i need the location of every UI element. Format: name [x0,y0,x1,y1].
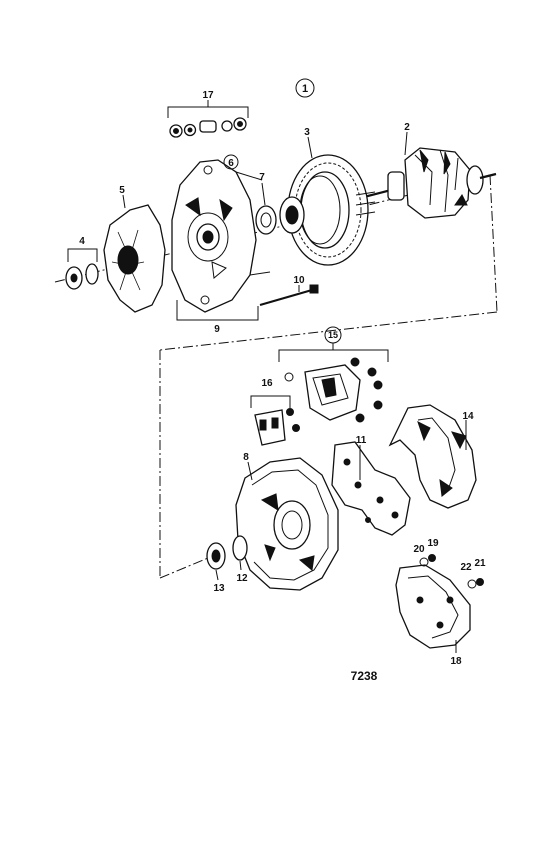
callout-8: 8 [243,452,249,463]
callout-2: 2 [404,122,410,133]
drawing-number: 7238 [351,669,378,683]
part-11-rectifier [331,441,411,536]
callout-18: 18 [450,656,462,667]
part-17-bolt-set [167,100,249,138]
callout-19: 19 [427,538,439,549]
group-number-badge: 1 [295,78,315,98]
part-5-fan [103,204,166,313]
callout-10: 10 [293,275,305,286]
parts-19-22-fasteners [419,554,484,589]
callout-14: 14 [462,411,474,422]
part-12-retaining-ring [232,535,248,561]
part-16-brush-holder [250,395,300,446]
callout-22: 22 [460,562,472,573]
callout-6: 6 [228,158,234,169]
part-15-regulator [278,343,389,423]
part-14-cover [388,404,477,509]
part-7-bearing [255,196,305,235]
callout-4: 4 [79,236,85,247]
callout-15: 15 [328,330,338,340]
part-4-nut-washer [65,248,99,290]
callout-17: 17 [202,90,214,101]
part-2-rotor [359,147,497,219]
callout-7: 7 [259,172,265,183]
part-10-through-bolt [259,284,319,307]
part-9-bracket-line [176,300,259,321]
part-6-drive-end-housing [171,159,271,313]
callout-20: 20 [413,544,425,555]
callout-16: 16 [261,378,273,389]
callout-6-circle [223,154,239,170]
callout-11: 11 [356,435,367,446]
callout-labels: 17 2 3 6 5 7 4 10 9 15 16 14 11 8 20 19 … [79,90,486,667]
callout-15-circle [324,326,342,344]
callout-12: 12 [236,573,248,584]
part-8-slip-ring-housing [235,457,339,591]
part-18-rear-cover [395,564,471,649]
callout-3: 3 [304,127,310,138]
group-number: 1 [302,83,308,95]
callout-13: 13 [213,583,225,594]
callout-21: 21 [474,558,486,569]
callout-leaders [122,131,467,653]
callout-9: 9 [214,324,220,335]
part-13-bearing [206,542,226,570]
callout-5: 5 [119,185,125,196]
